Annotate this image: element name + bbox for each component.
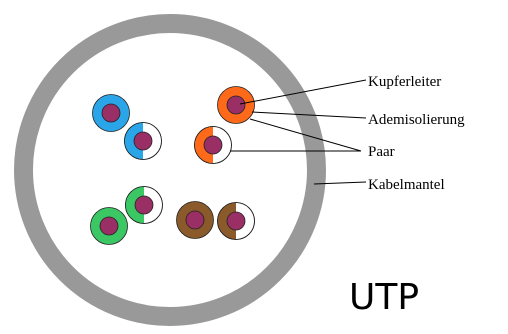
copper-core — [226, 211, 246, 231]
copper-core — [99, 216, 119, 236]
cable-jacket — [14, 14, 326, 326]
wire-pair-green — [90, 186, 163, 245]
copper-core — [203, 135, 223, 155]
wire-pair-brown — [176, 201, 255, 240]
wire-green-striped — [125, 186, 163, 224]
wire-orange-striped — [194, 126, 232, 164]
label-conductor: Kupferleiter — [368, 74, 441, 90]
copper-core — [185, 210, 205, 230]
wire-orange-solid — [217, 86, 255, 124]
wire-brown-striped — [217, 202, 255, 240]
wire-pair-blue — [92, 94, 162, 160]
label-jacket: Kabelmantel — [368, 177, 445, 193]
label-pair: Paar — [368, 144, 395, 160]
wire-blue-solid — [92, 94, 130, 132]
leader-line-pair-a — [249, 118, 362, 152]
leader-line-insulation — [251, 111, 367, 119]
leader-line-conductor — [239, 79, 367, 105]
wire-pair-orange — [194, 86, 255, 164]
wire-green-solid — [90, 207, 128, 245]
leader-lines — [230, 79, 367, 185]
copper-core — [134, 195, 154, 215]
label-insulation: Ademisolierung — [368, 112, 465, 128]
copper-core — [133, 131, 153, 151]
wire-blue-striped — [124, 122, 162, 160]
cable-type-label: UTP — [349, 277, 419, 318]
copper-core — [101, 103, 121, 123]
leader-line-jacket — [313, 181, 367, 185]
copper-core — [226, 95, 246, 115]
wire-brown-solid — [176, 201, 214, 239]
